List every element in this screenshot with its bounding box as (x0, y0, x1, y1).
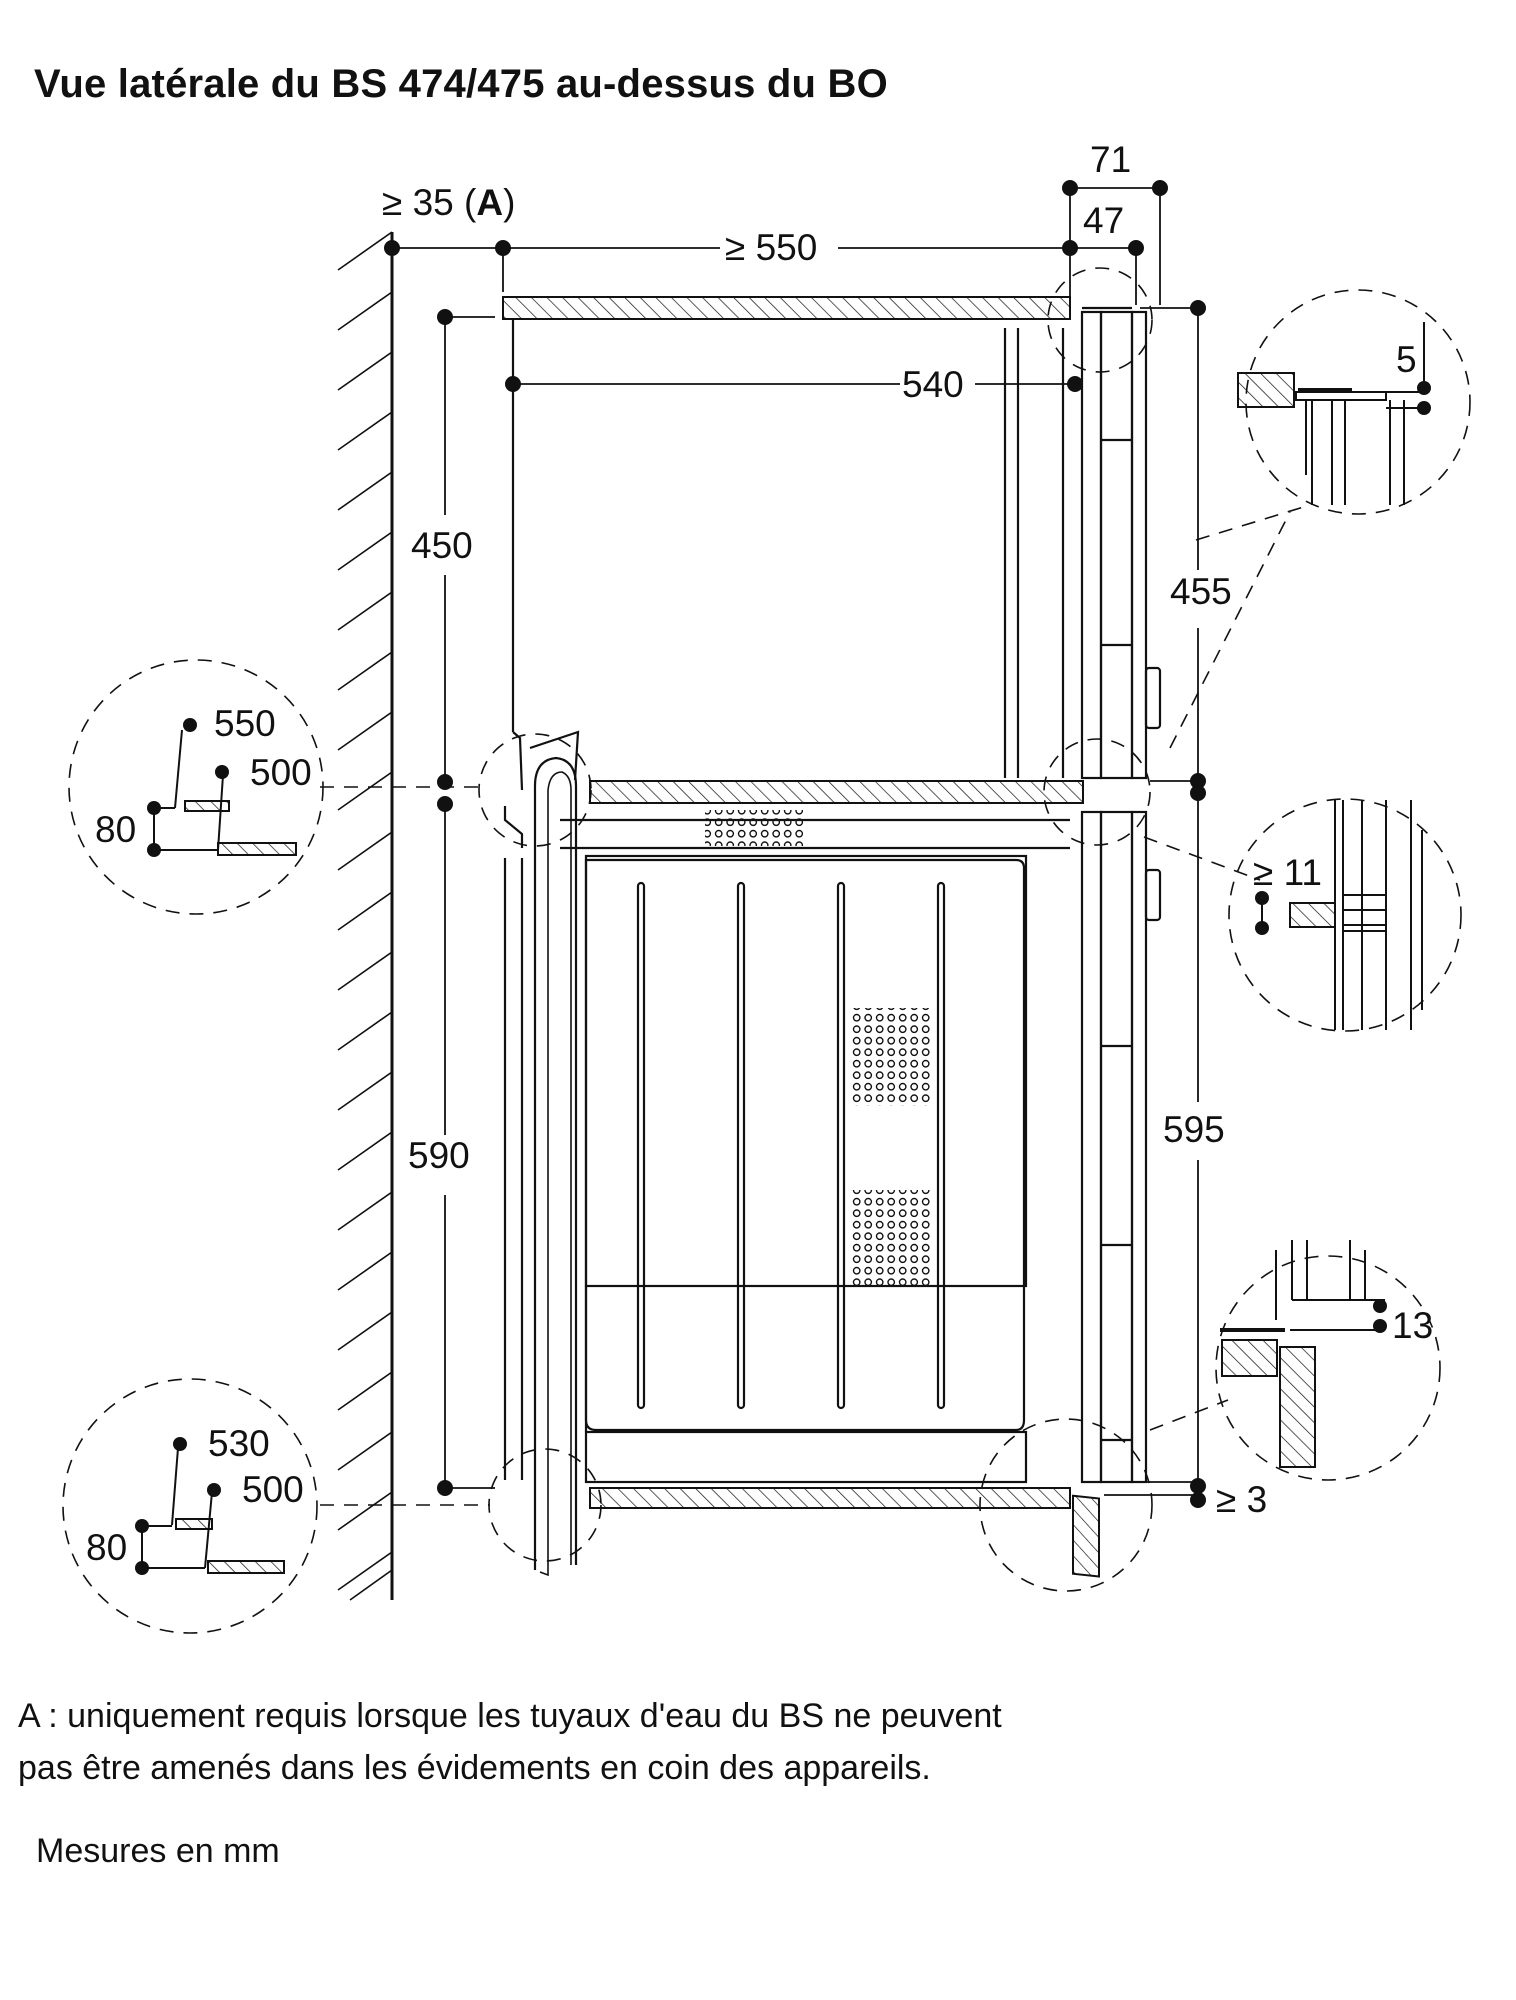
units-note: Mesures en mm (36, 1832, 280, 1870)
dim-47: 47 (1083, 200, 1124, 241)
detail-markers (62, 267, 1471, 1634)
vent-grille-lower (852, 1190, 932, 1288)
middle-shelf (589, 780, 1084, 804)
dim-590: 590 (408, 1135, 470, 1176)
dim-13: 13 (1392, 1305, 1433, 1346)
dim-3: ≥ 3 (1216, 1479, 1267, 1520)
detail-left-bottom-530: 530 (208, 1423, 270, 1464)
base-plinth (1072, 1494, 1100, 1578)
wall (337, 231, 394, 1601)
dim-455: 455 (1170, 571, 1232, 612)
footnote-a: A : uniquement requis lorsque les tuyaux… (18, 1690, 1002, 1794)
detail-left-top-550: 550 (214, 703, 276, 744)
steam-oven-bs (511, 306, 1162, 791)
detail-gap-5 (1237, 322, 1425, 505)
bottom-shelf (589, 1487, 1071, 1509)
dimension-lines (392, 187, 1199, 1496)
detail-left-bottom-500: 500 (242, 1469, 304, 1510)
dimension-dots (384, 180, 1206, 1508)
detail-left-top-dots (147, 718, 229, 857)
detail-left-bottom-dots (135, 1437, 221, 1575)
footnote-a-line1: A : uniquement requis lorsque les tuyaux… (18, 1697, 1002, 1735)
dim-540: 540 (902, 364, 964, 405)
detail-left-top-500: 500 (250, 752, 312, 793)
detail-left-top-80: 80 (95, 809, 136, 850)
vent-grille-upper (852, 1008, 932, 1106)
top-shelf (502, 296, 1071, 320)
vent-grille-top (705, 810, 803, 846)
water-pipe (533, 756, 578, 1570)
dim-450: 450 (411, 525, 473, 566)
oven-bo (503, 806, 1162, 1484)
detail-gap-13 (1220, 1240, 1385, 1468)
dim-71: 71 (1090, 139, 1131, 180)
dim-550: ≥ 550 (725, 227, 817, 268)
footnote-a-line2: pas être amenés dans les évidements en c… (18, 1749, 931, 1787)
dim-5: 5 (1396, 339, 1417, 380)
detail-left-bottom-80: 80 (86, 1527, 127, 1568)
detail-gap-11 (1261, 800, 1423, 1030)
dim-595: 595 (1163, 1109, 1225, 1150)
dim-11: ≥ 11 (1253, 852, 1322, 893)
detail-left-bottom (141, 1447, 285, 1574)
dim-35: ≥ 35 (A) (382, 182, 515, 223)
page-title: Vue latérale du BS 474/475 au-dessus du … (34, 62, 888, 106)
detail-left-top (153, 729, 297, 856)
